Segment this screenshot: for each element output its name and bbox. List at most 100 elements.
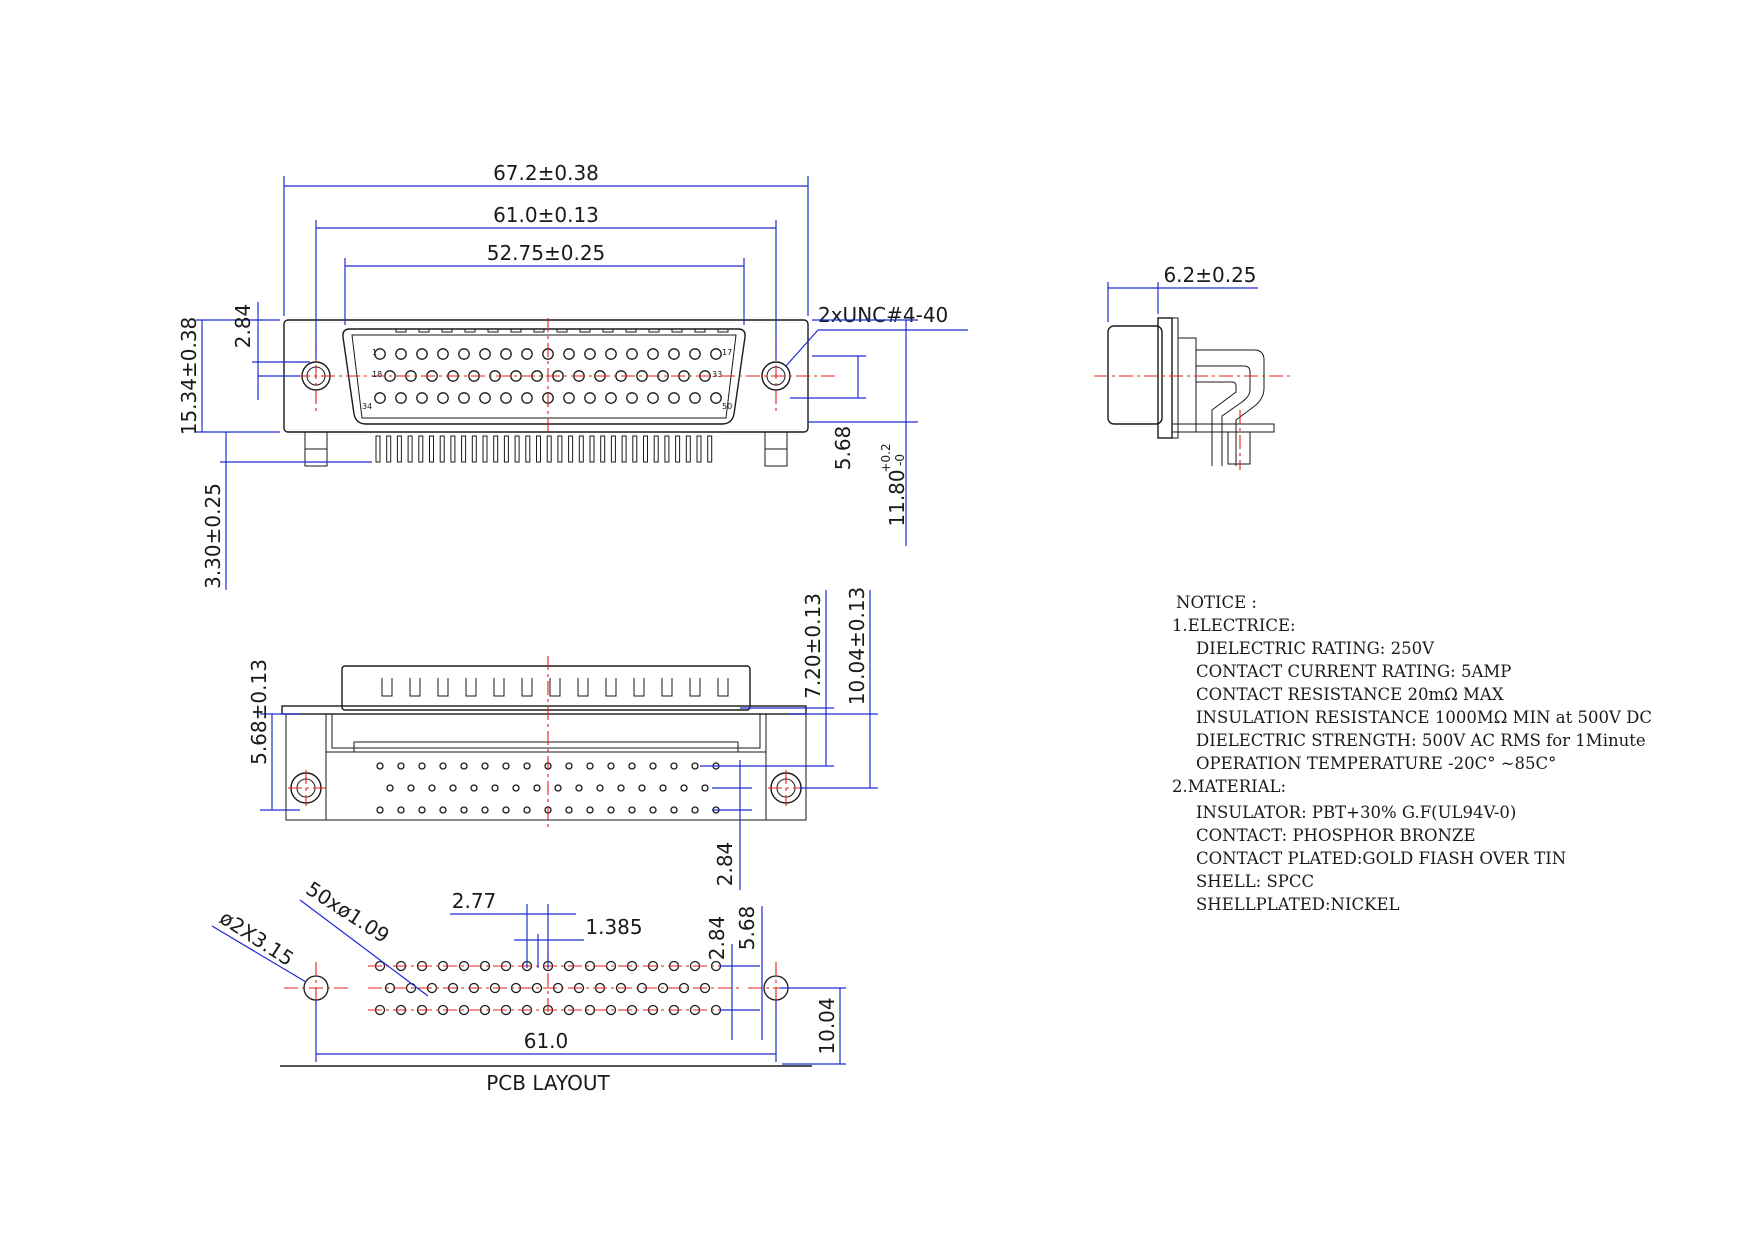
pin-tail [482, 435, 488, 463]
side-boardlock [1227, 431, 1251, 465]
front-contact [458, 392, 470, 404]
pin-tail [664, 435, 670, 463]
dim-pcb-half-pitch: 1.385 [585, 915, 642, 939]
tail-position [691, 762, 699, 770]
notice-heading: NOTICE : [1176, 593, 1257, 612]
thread-callout: 2xUNC#4-40 [818, 303, 948, 327]
shell-tab [418, 328, 430, 333]
shell-tab [556, 328, 568, 333]
tail-position [607, 762, 615, 770]
side-shell-body [1107, 325, 1163, 425]
shell-slot [717, 678, 729, 697]
pin-tail [407, 435, 413, 463]
pin-tail [439, 435, 445, 463]
front-contact [416, 392, 428, 404]
shell-slot [493, 678, 505, 697]
pin-tail [503, 435, 509, 463]
dim-pcb-pitch: 2.77 [452, 889, 497, 913]
tail-position [460, 806, 468, 814]
notice-electric-item: CONTACT CURRENT RATING: 5AMP [1196, 662, 1511, 681]
pin-tail [546, 435, 552, 463]
shell-slot [437, 678, 449, 697]
dim-pin-offset: 5.68 [831, 426, 855, 471]
tail-position [418, 806, 426, 814]
bottom-pin-base [325, 751, 767, 821]
dim-row-pitch: 2.84 [713, 842, 737, 887]
pin-tail [525, 435, 531, 463]
tail-position [533, 784, 541, 792]
front-contact [605, 392, 617, 404]
shell-tab [441, 328, 453, 333]
side-insulator [1177, 337, 1197, 433]
pin-tail [621, 435, 627, 463]
pin-tail [557, 435, 563, 463]
tail-position [481, 806, 489, 814]
pin-tail [643, 435, 648, 463]
front-contact [374, 392, 386, 404]
front-d-shell-inner [351, 334, 737, 419]
tail-position [659, 784, 667, 792]
tail-position [565, 806, 573, 814]
front-contact [584, 392, 596, 404]
notice-material-item: INSULATOR: PBT+30% G.F(UL94V-0) [1196, 803, 1516, 822]
shell-slot [689, 678, 701, 697]
side-view: 6.2±0.25 [1094, 263, 1292, 470]
front-contact [479, 392, 491, 404]
tail-position [701, 784, 709, 792]
tail-position [523, 806, 531, 814]
front-contact [605, 348, 617, 360]
dim-offset: 2.84 [231, 304, 255, 349]
tail-position [439, 806, 447, 814]
shell-tab [464, 328, 476, 333]
front-shell-tabs [395, 328, 729, 333]
tail-position [638, 784, 646, 792]
shell-tab [625, 328, 637, 333]
tail-position [565, 762, 573, 770]
front-contact [500, 392, 512, 404]
front-contact [710, 348, 722, 360]
shell-slot [577, 678, 589, 697]
tail-position [628, 762, 636, 770]
pin-tail [450, 435, 456, 463]
shell-slot [381, 678, 393, 697]
dim-total-height: 11.80 [885, 469, 909, 526]
shell-slot [521, 678, 533, 697]
tail-position [449, 784, 457, 792]
tail-position [470, 784, 478, 792]
dim-overall-width: 67.2±0.38 [493, 161, 599, 185]
bottom-view: 5.68±0.13 7.20±0.13 10.04±0.13 2.84 [247, 587, 878, 890]
pcb-layout-title: PCB LAYOUT [486, 1071, 610, 1095]
pin-tail [471, 435, 477, 463]
notice-material-item: CONTACT: PHOSPHOR BRONZE [1196, 826, 1476, 845]
pin-tail [578, 435, 584, 463]
pin-tail [461, 435, 467, 463]
tail-position [649, 762, 657, 770]
front-contact [626, 348, 638, 360]
front-contact [458, 348, 470, 360]
tail-position [670, 806, 678, 814]
shell-tab [694, 328, 706, 333]
side-flange [1157, 317, 1173, 439]
tail-position [628, 806, 636, 814]
front-contact [479, 348, 491, 360]
front-view: 1 17 18 33 34 50 67.2±0.38 61.0±0.13 52.… [177, 161, 968, 590]
front-contact [647, 392, 659, 404]
front-contact [710, 392, 722, 404]
dim-pcb-row-a: 2.84 [705, 916, 729, 961]
dim-pcb-row-b: 5.68 [735, 906, 759, 951]
pin-label-50: 50 [722, 402, 732, 411]
dim-side-depth: 6.2±0.25 [1163, 263, 1256, 287]
shell-slot [409, 678, 421, 697]
dim-shell-width: 52.75±0.25 [487, 241, 606, 265]
notice-electric-item: DIELECTRIC RATING: 250V [1196, 639, 1435, 658]
tail-position [617, 784, 625, 792]
tail-position [460, 762, 468, 770]
tail-position [586, 762, 594, 770]
notice-electric-heading: 1.ELECTRICE: [1172, 616, 1296, 635]
tail-position [397, 762, 405, 770]
dim-tol-upper: +0.2 [879, 443, 893, 472]
tail-position [586, 806, 594, 814]
notice-electric-item: OPERATION TEMPERATURE -20C° ~85C° [1196, 754, 1556, 773]
dim-pcb-depth: 10.04 [815, 997, 839, 1054]
shell-slot [633, 678, 645, 697]
